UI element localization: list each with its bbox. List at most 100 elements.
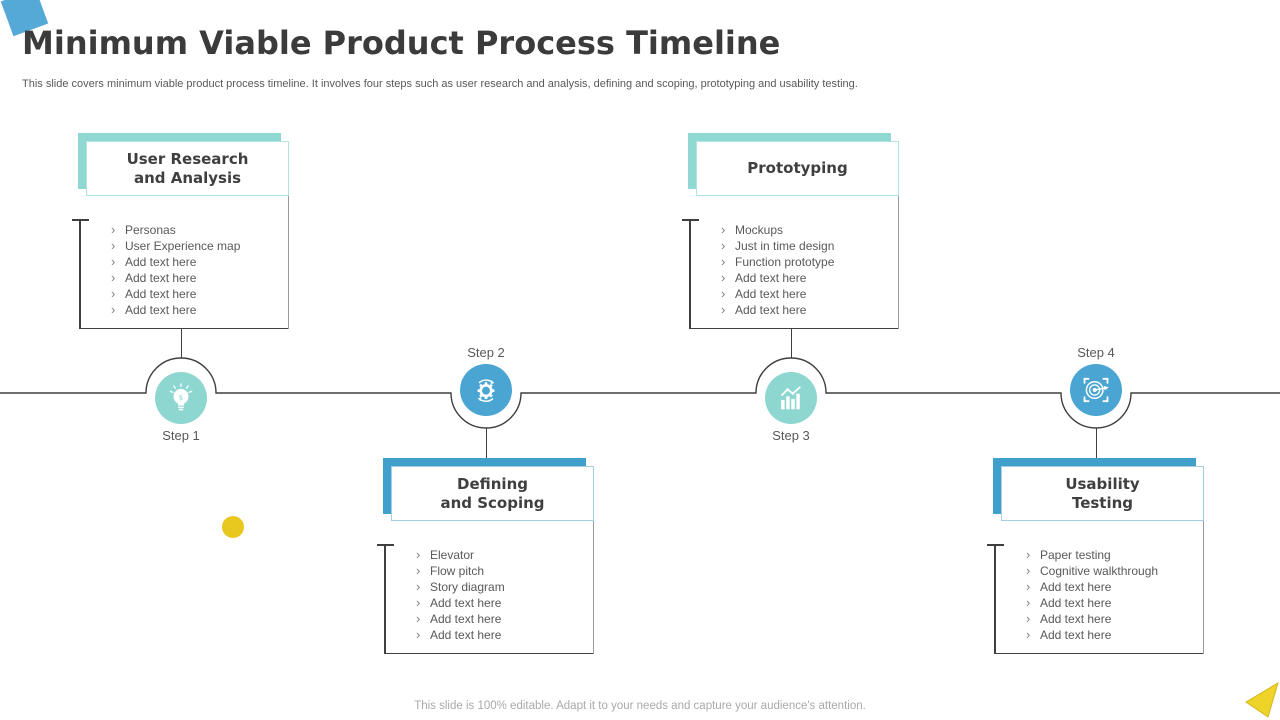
chevron-bullet-icon: ›: [1026, 611, 1031, 626]
card-title-line: User Research: [126, 149, 249, 168]
step3-list[interactable]: › Mockups › Just in time design › Function …: [682, 219, 898, 329]
yellow-dot-decoration[interactable]: [222, 516, 244, 538]
list-item-text: Add text here: [430, 628, 502, 642]
list-item: ›Add text here: [81, 254, 288, 270]
list-item: › Add text here: [691, 270, 898, 286]
list-item: › Function prototype: [691, 254, 898, 270]
target-icon: [1083, 377, 1109, 403]
list-item: › Mockups: [691, 222, 898, 238]
list-item-text: Elevator: [430, 548, 475, 562]
chevron-bullet-icon: ›: [721, 222, 726, 237]
list-item: › Add text here: [386, 627, 593, 643]
step3-node[interactable]: [765, 372, 817, 424]
list-item-text: Just in time design: [735, 239, 835, 253]
chevron-bullet-icon: ›: [721, 302, 726, 317]
edge-line: [288, 196, 289, 329]
list-item-text: Add text here: [125, 255, 197, 269]
chevron-bullet-icon: ›: [721, 270, 726, 285]
chevron-bullet-icon: ›: [416, 579, 421, 594]
list-item: ›Personas: [81, 222, 288, 238]
chevron-bullet-icon: ›: [416, 595, 421, 610]
list-item-text: Add text here: [735, 287, 807, 301]
list-item-text: Add text here: [430, 596, 502, 610]
card-title-line: Defining: [457, 474, 528, 493]
slide-footer: This slide is 100% editable. Adapt it to…: [414, 700, 866, 712]
chevron-bullet-icon: ›: [416, 627, 421, 642]
chevron-bullet-icon: ›: [416, 563, 421, 578]
chevron-bullet-icon: ›: [1026, 547, 1031, 562]
step1-node[interactable]: $: [155, 372, 207, 424]
list-item: › Add text here: [386, 595, 593, 611]
list-item: ›Paper testing: [996, 547, 1203, 563]
bar-chart-icon: [780, 386, 801, 410]
list-item-text: Add text here: [125, 271, 197, 285]
step2-list[interactable]: › Elevator ›Flow pitch › Story diagram › Ad…: [377, 544, 593, 654]
list-item: › Add text here: [996, 611, 1203, 627]
list-item: › Elevator: [386, 547, 593, 563]
list-item: ›Flow pitch: [386, 563, 593, 579]
list-item-text: User Experience map: [125, 239, 241, 253]
step2-label: Step 2: [467, 345, 505, 360]
list-item: ›Cognitive walkthrough: [996, 563, 1203, 579]
card-title-line: and Scoping: [440, 493, 545, 512]
step3-card-header[interactable]: Prototyping: [696, 141, 899, 196]
chevron-bullet-icon: ›: [416, 547, 421, 562]
edge-line: [593, 521, 594, 654]
card-title-line: and Analysis: [133, 168, 242, 187]
lightbulb-icon: $: [169, 383, 193, 411]
yellow-triangle-decoration[interactable]: [1232, 672, 1280, 720]
chevron-bullet-icon: ›: [1026, 579, 1031, 594]
step2-card-header[interactable]: Defining and Scoping: [391, 466, 594, 521]
slide-subtitle: This slide covers minimum viable product…: [22, 78, 858, 90]
slide-title: Minimum Viable Product Process Timeline: [22, 24, 781, 62]
timeline-path: [0, 357, 1280, 429]
chevron-bullet-icon: ›: [721, 254, 726, 269]
step3-label: Step 3: [772, 428, 810, 443]
list-item: › Add text here: [386, 611, 593, 627]
list-item-text: Function prototype: [735, 255, 835, 269]
list-item-text: Mockups: [735, 223, 784, 237]
card-title-line: Usability: [1065, 474, 1140, 493]
list-item-text: Cognitive walkthrough: [1040, 564, 1159, 578]
list-item: › Add text here: [691, 302, 898, 318]
step4-label: Step 4: [1077, 345, 1115, 360]
list-item-text: Add text here: [735, 271, 807, 285]
list-item: › Just in time design: [691, 238, 898, 254]
connector-line: [486, 428, 487, 458]
chevron-bullet-icon: ›: [1026, 627, 1031, 642]
list-item: › Add text here: [996, 579, 1203, 595]
list-item: › User Experience map: [81, 238, 288, 254]
list-item-text: Add text here: [430, 612, 502, 626]
list-item-text: Add text here: [125, 303, 197, 317]
list-item: › Add text here: [81, 286, 288, 302]
list-item-text: Add text here: [735, 303, 807, 317]
list-item-text: Story diagram: [430, 580, 505, 594]
step4-node[interactable]: [1070, 364, 1122, 416]
list-item: › Story diagram: [386, 579, 593, 595]
edge-line: [898, 196, 899, 329]
list-item-text: Add text here: [125, 287, 197, 301]
connector-line: [1096, 428, 1097, 458]
edge-line: [1203, 521, 1204, 654]
list-item-text: Add text here: [1040, 596, 1112, 610]
chevron-bullet-icon: ›: [111, 222, 116, 237]
step4-card-header[interactable]: Usability Testing: [1001, 466, 1204, 521]
list-item: › Add text here: [996, 627, 1203, 643]
step1-label: Step 1: [162, 428, 200, 443]
chevron-bullet-icon: ›: [416, 611, 421, 626]
svg-text:$: $: [179, 393, 184, 402]
step1-list[interactable]: ›Personas › User Experience map › Add text…: [72, 219, 288, 329]
connector-line: [791, 329, 792, 358]
chevron-bullet-icon: ›: [1026, 595, 1031, 610]
list-item-text: Add text here: [1040, 612, 1112, 626]
list-item-text: Add text here: [1040, 628, 1112, 642]
step4-list[interactable]: ›Paper testing ›Cognitive walkthrough ›A…: [987, 544, 1203, 654]
chevron-bullet-icon: ›: [111, 238, 116, 253]
chevron-bullet-icon: ›: [111, 286, 116, 301]
step2-node[interactable]: [460, 364, 512, 416]
list-item: ›Add text here: [691, 286, 898, 302]
step1-card-header[interactable]: User Research and Analysis: [86, 141, 289, 196]
chevron-bullet-icon: ›: [721, 238, 726, 253]
list-item-text: Add text here: [1040, 580, 1112, 594]
